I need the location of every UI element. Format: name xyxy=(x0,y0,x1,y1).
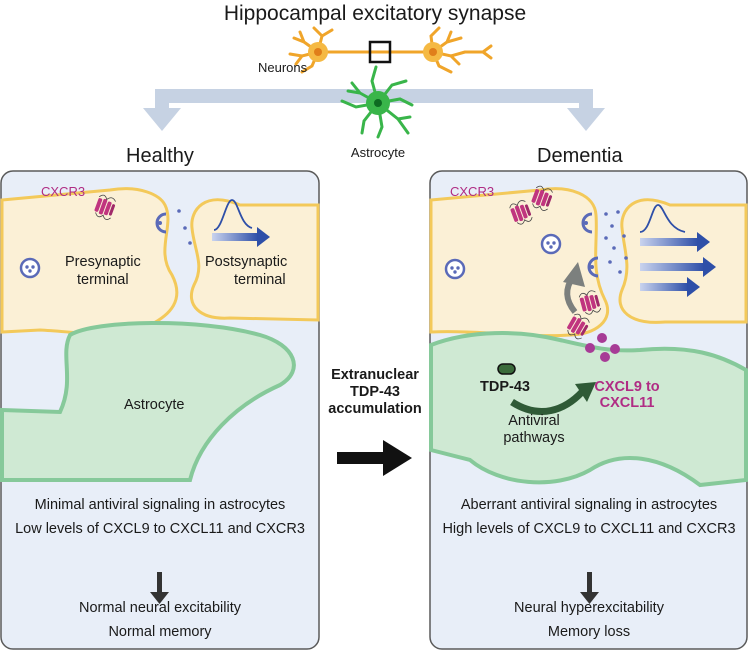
neuron-bodies xyxy=(308,42,443,62)
dementia-release-vesicle xyxy=(581,212,593,234)
healthy-outcome-arrow xyxy=(150,572,169,604)
chemokine-dots xyxy=(585,333,620,362)
tdp43-protein-icon xyxy=(497,363,516,375)
healthy-astrocyte-shape xyxy=(0,321,296,482)
dementia-signal-arrow xyxy=(640,263,704,271)
dementia-astrocyte-shape xyxy=(429,331,748,488)
dementia-postsynaptic-terminal xyxy=(618,198,748,324)
dementia-outcome-arrow xyxy=(580,572,599,604)
dementia-outcome-line1: Neural hyperexcitability xyxy=(514,600,664,616)
chemokine-label-line2: CXCL11 xyxy=(599,395,655,411)
transition-label-line1: Extranuclear xyxy=(331,367,419,383)
neurotransmitter-dot xyxy=(183,226,187,230)
dementia-spike-icon xyxy=(639,204,686,233)
healthy-heading: Healthy xyxy=(126,145,194,167)
healthy-signaling-line1: Minimal antiviral signaling in astrocyte… xyxy=(34,497,286,513)
neurotransmitter-dots xyxy=(604,210,628,274)
astrocyte-illustration xyxy=(340,65,414,139)
dementia-vesicle xyxy=(444,258,466,280)
neurotransmitter-dot xyxy=(177,209,181,213)
top-astrocyte-label: Astrocyte xyxy=(350,145,406,160)
dementia-vesicle xyxy=(540,233,562,255)
healthy-signal-arrow xyxy=(212,233,258,241)
antiviral-label-line2: pathways xyxy=(503,430,565,446)
healthy-spike-icon xyxy=(213,199,253,231)
healthy-outcome-line2: Normal memory xyxy=(108,624,212,640)
chemokine-label-line1: CXCL9 to xyxy=(594,379,660,395)
healthy-outcome-line1: Normal neural excitability xyxy=(79,600,241,616)
postsynaptic-label-line1: Postsynaptic xyxy=(205,254,288,270)
synapse-zoom-box xyxy=(368,40,392,64)
dementia-signal-arrow xyxy=(640,283,688,291)
neurotransmitter-dot xyxy=(188,241,192,245)
postsynaptic-label-line2: terminal xyxy=(234,272,286,288)
healthy-vesicle xyxy=(19,257,41,279)
dementia-signaling-line2: High levels of CXCL9 to CXCL11 and CXCR3 xyxy=(442,521,736,537)
presynaptic-label-line2: terminal xyxy=(77,272,129,288)
neurons-illustration xyxy=(288,26,493,74)
neurons-label: Neurons xyxy=(258,60,308,75)
dementia-signaling-line1: Aberrant antiviral signaling in astrocyt… xyxy=(460,497,718,513)
healthy-release-vesicle xyxy=(155,212,167,234)
transition-label-line3: accumulation xyxy=(328,401,422,417)
transition-label-line2: TDP-43 xyxy=(350,384,400,400)
dementia-cxcr3-label: CXCR3 xyxy=(450,184,495,199)
dementia-release-vesicle xyxy=(587,256,599,278)
healthy-postsynaptic-terminal xyxy=(189,198,320,322)
dementia-signal-arrow xyxy=(640,238,698,246)
figure-title: Hippocampal excitatory synapse xyxy=(223,2,527,25)
healthy-astrocyte-label: Astrocyte xyxy=(124,397,185,413)
healthy-cxcr3-label: CXCR3 xyxy=(41,184,86,199)
dementia-heading: Dementia xyxy=(537,145,623,167)
presynaptic-label-line1: Presynaptic xyxy=(65,254,141,270)
healthy-signaling-line2: Low levels of CXCL9 to CXCL11 and CXCR3 xyxy=(15,521,305,537)
dementia-outcome-line2: Memory loss xyxy=(547,624,631,640)
antiviral-pathway-arrow xyxy=(510,389,585,415)
antiviral-label-line1: Antiviral xyxy=(508,413,560,429)
tdp43-label: TDP-43 xyxy=(480,379,530,395)
transition-arrow xyxy=(337,440,412,476)
astrocyte-nucleus xyxy=(374,99,382,107)
